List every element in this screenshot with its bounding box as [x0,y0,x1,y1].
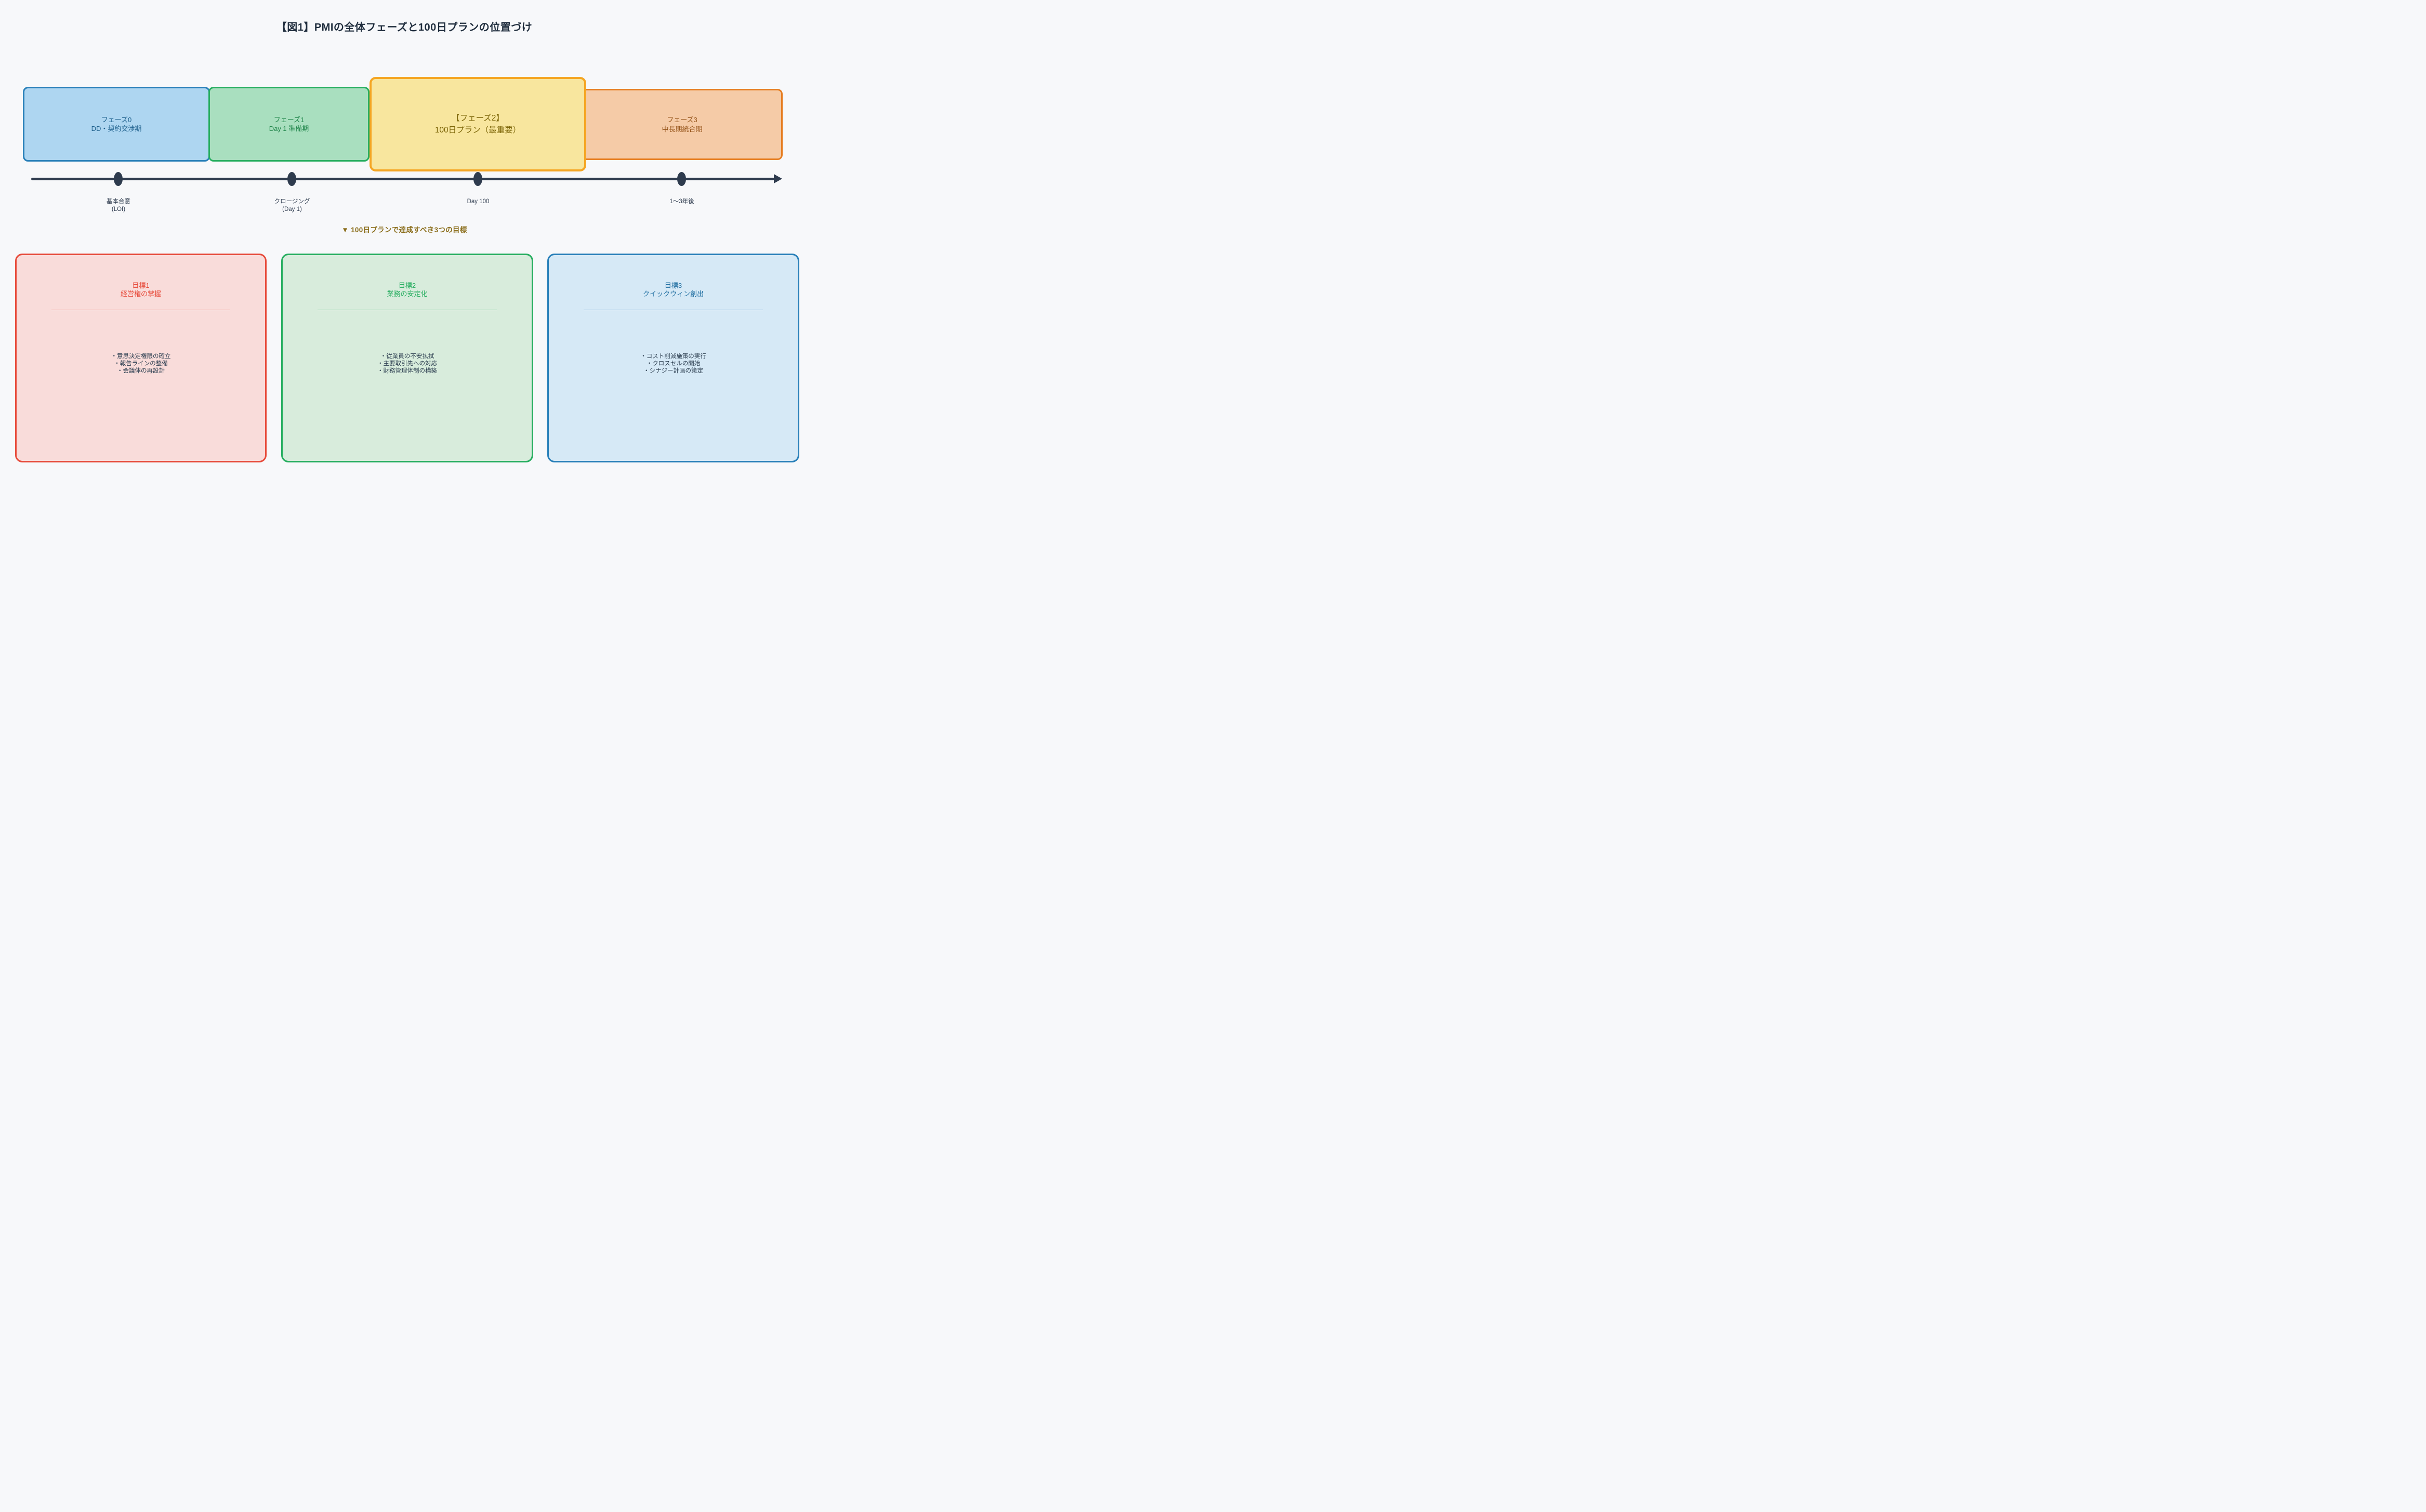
goal-title-line1: 目標2 [398,282,416,289]
goal-title: 目標3 クイックウィン創出 [643,282,704,298]
goal-bullet: ・コスト削減施策の実行 [640,353,706,360]
milestone-label-day100: Day 100 [416,198,540,206]
timeline-dot [114,172,123,186]
milestone-label-1to3years: 1〜3年後 [619,198,744,206]
figure-title: 【図1】PMIの全体フェーズと100日プランの位置づけ [276,22,533,33]
goal-title-line2: 業務の安定化 [387,289,428,298]
goal-bullet: ・意思決定権限の確立 [111,353,171,360]
goal-bullet-list: ・意思決定権限の確立 ・報告ラインの整備 ・会議体の再設計 [111,353,171,375]
goal-bullet: ・財務管理体制の構築 [377,368,437,374]
phase-name: フェーズ0 [101,115,132,124]
milestone-line2: (Day 1) [282,206,302,213]
timeline-dot [677,172,686,186]
goal-title-line1: 目標3 [664,282,682,289]
goal-bullet-list: ・コスト削減施策の実行 ・クロスセルの開始 ・シナジー計画の策定 [640,353,706,375]
phase-box-2-highlight: 【フェーズ2】 100日プラン（最重要） [370,77,586,171]
milestone-line1: 基本合意 [107,198,130,205]
goal-card-3: 目標3 クイックウィン創出 ・コスト削減施策の実行 ・クロスセルの開始 ・シナジ… [547,254,799,462]
phase-period: Day 1 準備期 [269,125,309,132]
goal-title: 目標1 経営権の掌握 [121,282,161,298]
goal-bullet: ・シナジー計画の策定 [643,368,703,374]
phase-name: フェーズ1 [273,115,305,124]
phase-period: 100日プラン（最重要） [434,126,521,135]
milestone-line2: (LOI) [111,206,126,213]
milestone-line1: クロージング [274,198,310,205]
goal-bullet: ・会議体の再設計 [117,368,165,374]
phase-name: 【フェーズ2】 [452,114,504,123]
goal-title-line2: クイックウィン創出 [642,289,704,298]
phase-period: DD・契約交渉期 [91,125,142,132]
goal-card-2: 目標2 業務の安定化 ・従業員の不安払拭 ・主要取引先への対応 ・財務管理体制の… [281,254,533,462]
milestone-label-closing: クロージング (Day 1) [230,198,354,214]
goal-title-line1: 目標1 [132,282,150,289]
goal-title: 目標2 業務の安定化 [387,282,427,298]
milestone-label-loi: 基本合意 (LOI) [56,198,181,214]
goal-bullet: ・主要取引先への対応 [377,361,437,367]
timeline-arrowhead-icon [774,174,782,183]
goal-bullet: ・従業員の不安払拭 [380,353,434,360]
phase-period: 中長期統合期 [662,125,703,133]
timeline-dot [473,172,482,186]
goal-title-line2: 経営権の掌握 [120,289,161,298]
goals-section-heading: ▼ 100日プランで達成すべき3つの目標 [341,226,467,234]
phase-box-1: フェーズ1 Day 1 準備期 [208,87,370,162]
pmi-phase-diagram: 【図1】PMIの全体フェーズと100日プランの位置づけ フェーズ0 DD・契約交… [0,0,809,504]
timeline-dot [287,172,296,186]
goal-bullet: ・クロスセルの開始 [646,361,701,367]
milestone-line1: Day 100 [467,198,490,205]
phase-name: フェーズ3 [667,116,697,124]
goal-bullet-list: ・従業員の不安払拭 ・主要取引先への対応 ・財務管理体制の構築 [377,353,437,375]
timeline-axis [31,178,775,180]
goal-bullet: ・報告ラインの整備 [114,361,168,367]
phase-box-3: フェーズ3 中長期統合期 [582,89,783,160]
goal-card-1: 目標1 経営権の掌握 ・意思決定権限の確立 ・報告ラインの整備 ・会議体の再設計 [15,254,267,462]
phase-box-0: フェーズ0 DD・契約交渉期 [23,87,210,162]
milestone-line1: 1〜3年後 [669,198,694,205]
